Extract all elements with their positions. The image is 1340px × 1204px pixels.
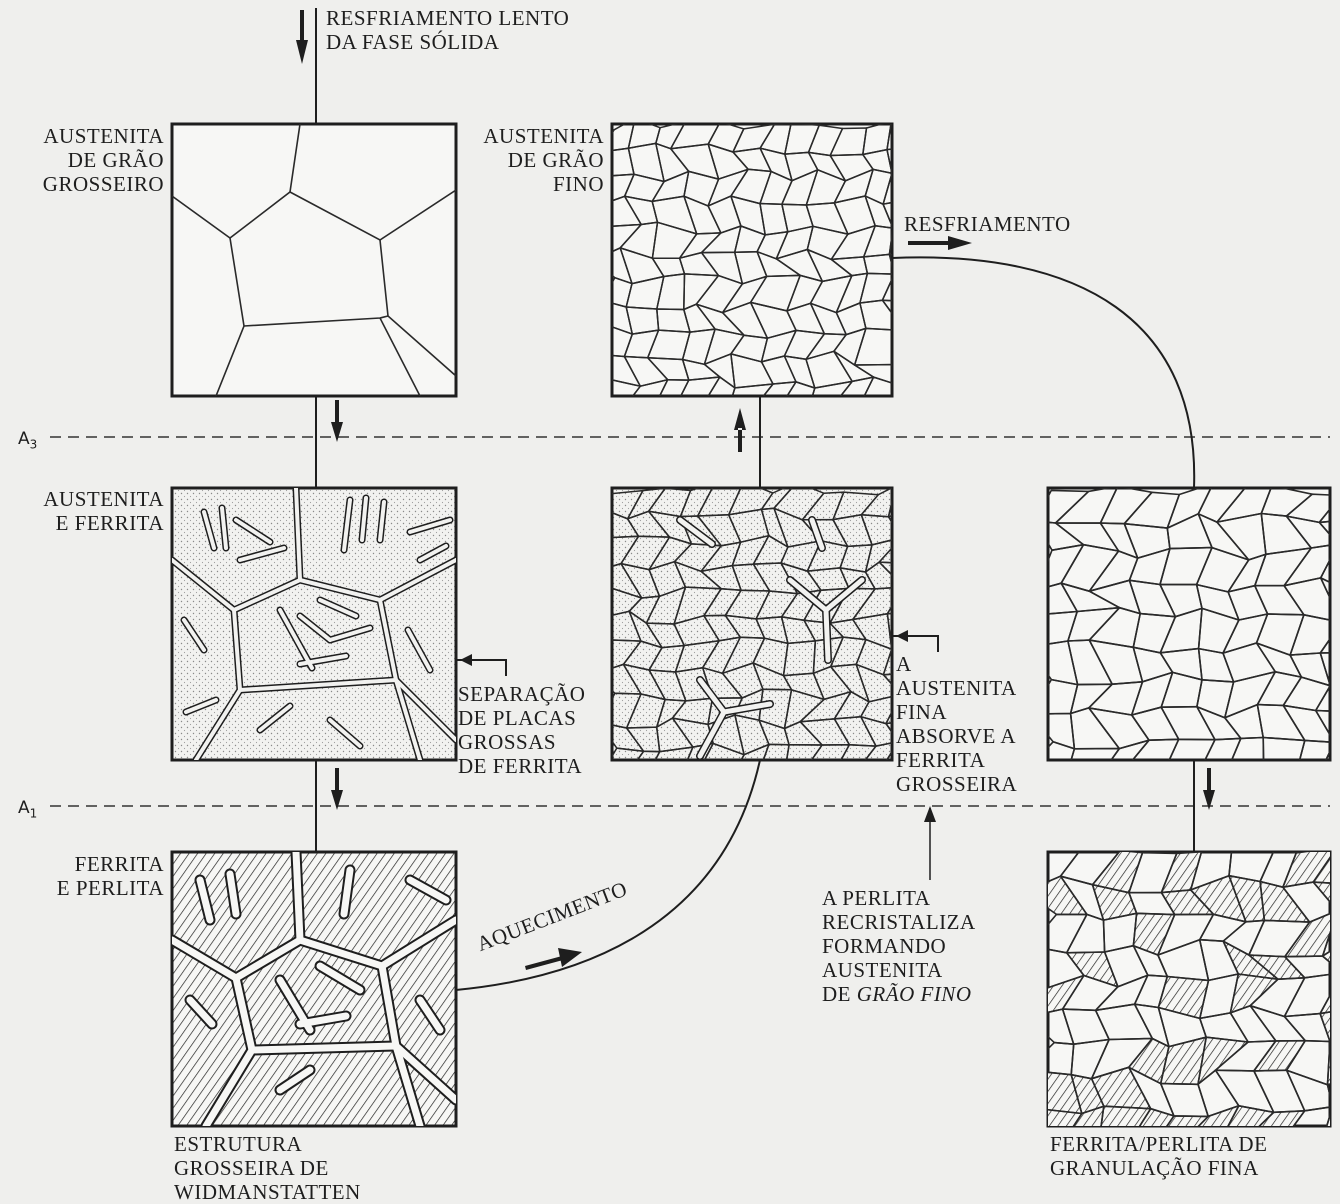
ferrite-pearlite-label: FERRITA E PERLITA xyxy=(12,852,164,900)
grain-boundary xyxy=(698,408,739,439)
grain-boundary xyxy=(829,403,870,435)
grain-boundary xyxy=(807,411,851,435)
a1-label: A1 xyxy=(18,796,37,825)
grain-boundary xyxy=(1195,768,1233,810)
grain-boundary xyxy=(1122,770,1183,811)
grain-boundary xyxy=(1026,771,1076,813)
grain-boundary xyxy=(1264,773,1301,814)
arrow-down-a3-icon xyxy=(331,400,343,442)
grain-boundary xyxy=(805,769,842,804)
grain-boundary xyxy=(861,403,905,438)
grain-boundary xyxy=(1099,773,1139,804)
a1-subscript: 1 xyxy=(30,806,38,820)
grain-boundary xyxy=(599,775,635,801)
grain-boundary xyxy=(891,377,917,415)
separation-label: SEPARAÇÃO DE PLACAS GROSSAS DE FERRITA xyxy=(458,682,585,778)
grain-boundary xyxy=(891,407,919,438)
grain-boundary xyxy=(1288,1133,1340,1178)
panel-widmanstatten xyxy=(172,852,456,1126)
grain-boundary xyxy=(889,486,923,517)
cooling-label: RESFRIAMENTO xyxy=(904,212,1071,236)
a3-subscript: 3 xyxy=(30,437,38,451)
grain-boundary xyxy=(835,768,879,804)
grain-boundary xyxy=(700,770,745,804)
austenite-ferrite-label: AUSTENITA E FERRITA xyxy=(12,487,164,535)
top-flow-label: RESFRIAMENTO LENTO DA FASE SÓLIDA xyxy=(326,6,569,54)
grain-boundary xyxy=(756,771,799,801)
grain-boundary xyxy=(592,408,644,438)
grain-boundary xyxy=(1325,1133,1340,1178)
grain-boundary xyxy=(1294,778,1335,817)
grain-boundary xyxy=(775,413,814,436)
fine-grain-italic: GRÃO FINO xyxy=(857,982,972,1006)
arrow-up-perlita-icon xyxy=(924,806,936,822)
fine-ferrite-pearlite-label: FERRITA/PERLITA DE GRANULAÇÃO FINA xyxy=(1050,1132,1267,1180)
grain-boundary xyxy=(1165,770,1206,811)
panel-coarse-austenite xyxy=(172,124,456,396)
grain-boundary xyxy=(1068,772,1120,805)
fine-austenite-label: AUSTENITA DE GRÃO FINO xyxy=(450,124,604,196)
panel-austenite-ferrite xyxy=(172,488,456,760)
grain-boundary xyxy=(892,361,917,385)
panel-fine-austenite-right xyxy=(1026,484,1340,817)
absorb-label: A AUSTENITA FINA ABSORVE A FERRITA GROSS… xyxy=(896,652,1017,796)
arrow-left-separacao-icon xyxy=(460,654,472,666)
grain-boundary xyxy=(623,409,661,436)
widmanstatten-label: ESTRUTURA GROSSEIRA DE WIDMANSTATTEN xyxy=(174,1132,361,1204)
grain-boundary xyxy=(785,769,819,804)
a3-letter: A xyxy=(18,429,30,449)
grain-boundary xyxy=(650,771,697,799)
grain-boundary xyxy=(729,407,773,440)
a3-label: A3 xyxy=(18,427,37,456)
grain-boundary xyxy=(627,771,662,801)
arrow-down-top-icon xyxy=(296,10,308,64)
grain-boundary xyxy=(1318,771,1340,816)
coarse-austenite-label: AUSTENITA DE GRÃO GROSSEIRO xyxy=(12,124,164,196)
arrow-down-right-icon xyxy=(1203,768,1215,810)
grain-boundary xyxy=(679,770,710,799)
panel-fine-austenite-absorbing xyxy=(593,481,928,804)
arrow-right-resfriamento-icon xyxy=(908,236,972,250)
grain-boundary xyxy=(650,412,693,436)
panel-fine-ferrite-pearlite xyxy=(1025,843,1340,1180)
a1-letter: A xyxy=(18,798,30,818)
arrow-left-absorve-icon xyxy=(896,630,908,642)
pearlite-grain xyxy=(1325,1133,1340,1178)
pearlite-recrystallize-label: A PERLITA RECRISTALIZA FORMANDO AUSTENIT… xyxy=(822,886,976,1006)
grain-boundary xyxy=(673,412,723,434)
arrow-down-a1-icon xyxy=(331,768,343,810)
grain-boundary xyxy=(887,147,931,176)
arrow-right-aquecimento-icon xyxy=(525,948,582,970)
grain-boundary xyxy=(892,326,917,365)
grain-boundary xyxy=(1229,768,1272,815)
arrow-up-middle-icon xyxy=(734,408,746,452)
panel-fine-austenite xyxy=(592,118,931,439)
